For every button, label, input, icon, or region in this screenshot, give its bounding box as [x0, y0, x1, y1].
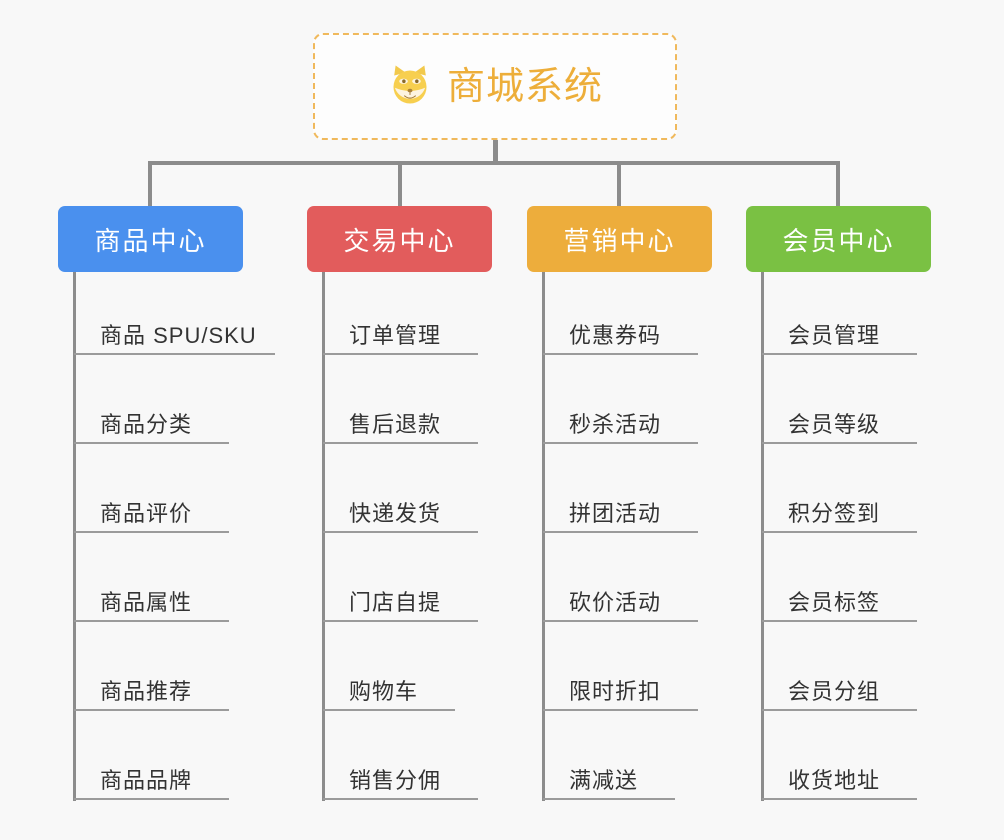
column-spine-marketing: [542, 272, 545, 801]
leaf-label: 商品属性: [100, 590, 193, 615]
leaf-underline: [762, 353, 917, 355]
category-header-product[interactable]: 商品中心: [58, 206, 243, 272]
leaf-underline: [323, 709, 455, 711]
leaf-label: 限时折扣: [569, 679, 662, 704]
leaf-underline: [74, 353, 275, 355]
leaf-label: 秒杀活动: [569, 412, 662, 437]
leaf-label: 积分签到: [788, 501, 881, 526]
leaf-underline: [323, 531, 478, 533]
leaf-label: 砍价活动: [569, 590, 662, 615]
leaf-label: 收货地址: [788, 768, 881, 793]
category-header-member[interactable]: 会员中心: [746, 206, 931, 272]
leaf-label: 商品品牌: [100, 768, 193, 793]
leaf-underline: [74, 531, 229, 533]
leaf-underline: [762, 798, 917, 800]
leaf-underline: [323, 442, 478, 444]
leaf-label: 会员分组: [788, 679, 881, 704]
leaf-underline: [762, 531, 917, 533]
leaf-underline: [543, 709, 698, 711]
leaf-label: 优惠券码: [569, 323, 662, 348]
connector-horizontal-bus: [149, 161, 839, 165]
leaf-underline: [543, 353, 698, 355]
leaf-label: 商品分类: [100, 412, 193, 437]
category-header-marketing[interactable]: 营销中心: [527, 206, 712, 272]
leaf-label: 购物车: [349, 679, 419, 704]
connector-drop-product: [148, 161, 152, 207]
leaf-underline: [762, 709, 917, 711]
leaf-underline: [323, 798, 478, 800]
leaf-label: 销售分佣: [349, 768, 442, 793]
leaf-label: 售后退款: [349, 412, 442, 437]
leaf-label: 满减送: [569, 768, 639, 793]
leaf-underline: [762, 620, 917, 622]
leaf-underline: [74, 620, 229, 622]
leaf-underline: [543, 442, 698, 444]
leaf-underline: [74, 442, 229, 444]
shiba-dog-face-icon: [393, 64, 427, 105]
leaf-label: 订单管理: [349, 323, 442, 348]
root-node[interactable]: 商城系统: [313, 33, 677, 140]
category-header-trade[interactable]: 交易中心: [307, 206, 492, 272]
leaf-underline: [762, 442, 917, 444]
leaf-label: 拼团活动: [569, 501, 662, 526]
leaf-underline: [323, 353, 478, 355]
column-spine-member: [761, 272, 764, 801]
leaf-underline: [323, 620, 478, 622]
column-spine-product: [73, 272, 76, 801]
leaf-underline: [543, 798, 675, 800]
leaf-underline: [74, 709, 229, 711]
leaf-underline: [543, 531, 698, 533]
leaf-label: 会员管理: [788, 323, 881, 348]
leaf-label: 会员等级: [788, 412, 881, 437]
connector-drop-member: [836, 161, 840, 207]
leaf-label: 商品推荐: [100, 679, 193, 704]
leaf-label: 商品评价: [100, 501, 193, 526]
connector-root-trunk: [493, 140, 498, 164]
connector-drop-trade: [398, 161, 402, 207]
column-spine-trade: [322, 272, 325, 801]
leaf-underline: [543, 620, 698, 622]
leaf-underline: [74, 798, 229, 800]
leaf-label: 会员标签: [788, 590, 881, 615]
leaf-label: 快递发货: [349, 501, 442, 526]
leaf-label: 门店自提: [349, 590, 442, 615]
leaf-label: 商品 SPU/SKU: [100, 323, 257, 348]
connector-drop-marketing: [617, 161, 621, 207]
root-title: 商城系统: [446, 65, 603, 108]
